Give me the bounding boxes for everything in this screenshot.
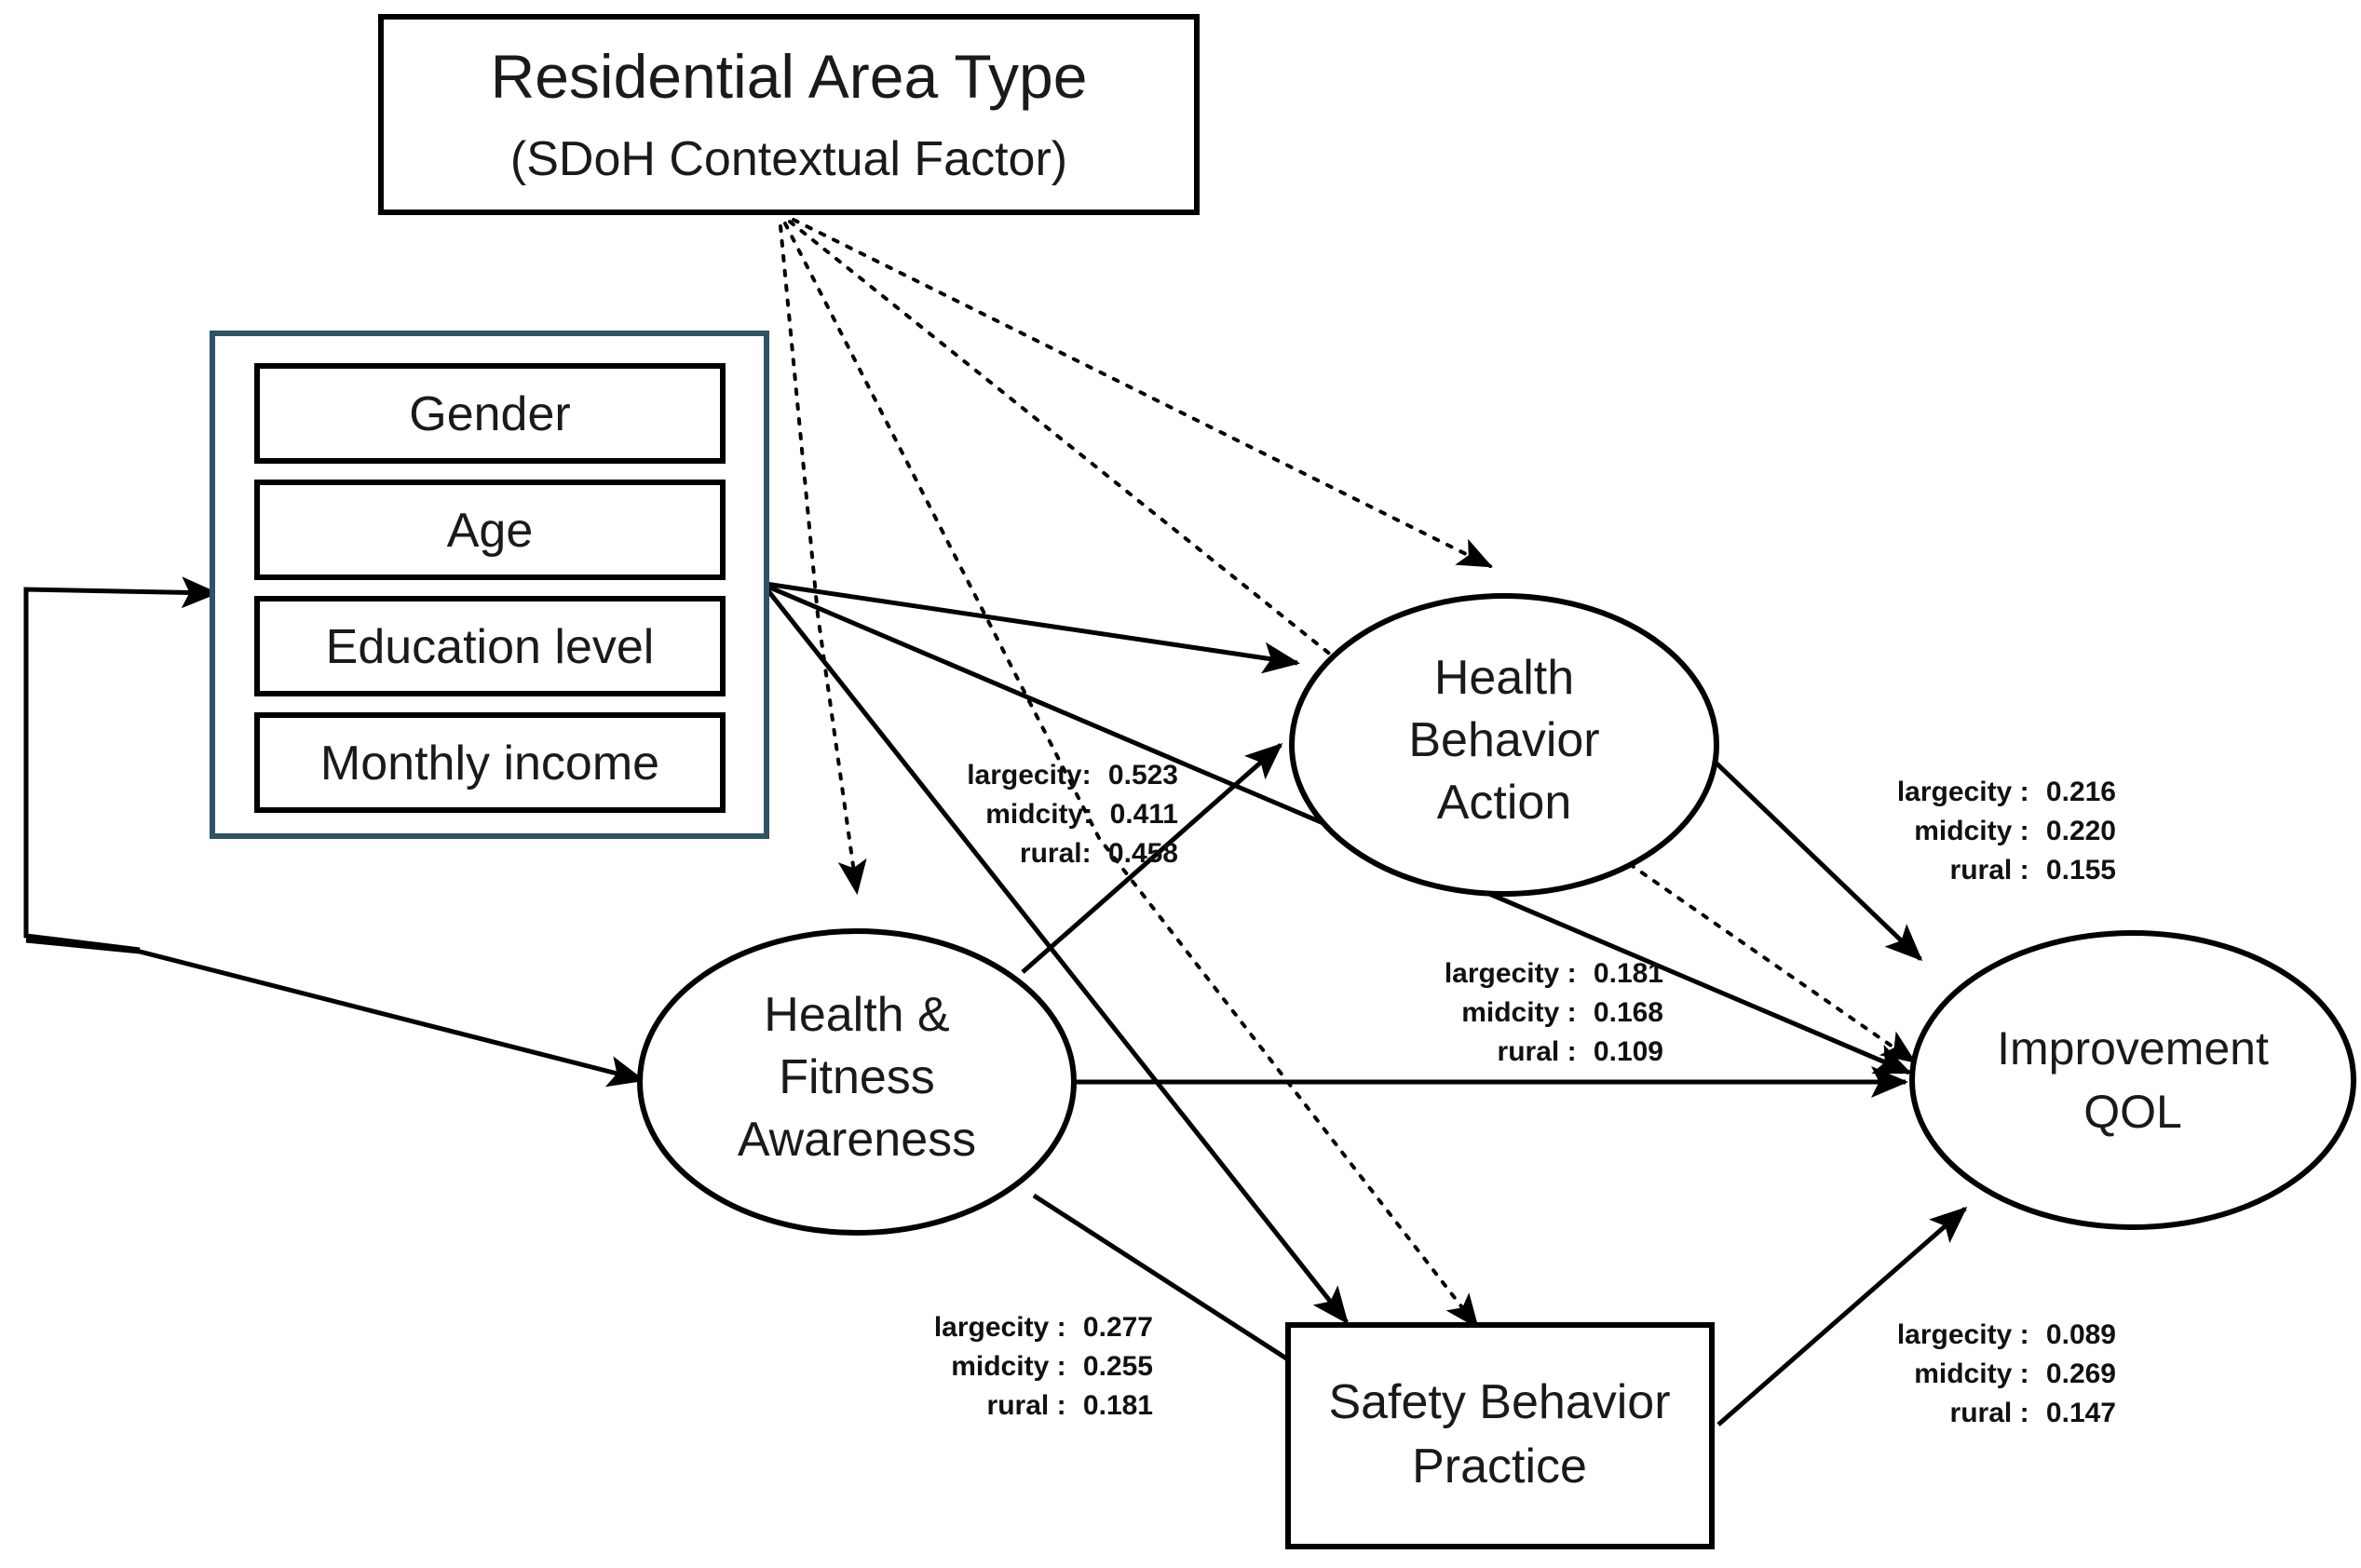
node-health-behavior-action[interactable]: Health Behavior Action [1289, 593, 1719, 897]
svg-text:largecity: 0.523: largecity: 0.523 [967, 760, 1178, 791]
node-ellipse-frame [1909, 930, 2356, 1230]
coef-group: rural : [1950, 1398, 2029, 1428]
coefficient-block-behavior-to-qol: largecity : 0.216 midcity : 0.220 rural … [1897, 777, 2116, 885]
moderation-path-to-awareness [779, 224, 867, 896]
coefficient-block-awareness-to-behavior: largecity: 0.523 midcity: 0.411 rural: 0… [967, 760, 1178, 869]
loop-to-covariates [23, 576, 219, 953]
coef-group: largecity : [1897, 1319, 2029, 1350]
node-label-safety-line2: Practice [1412, 1440, 1587, 1494]
coef-group: midcity : [1461, 997, 1576, 1028]
node-improvement-qol[interactable]: Improvement QOL [1909, 930, 2356, 1230]
coef-value: 0.220 [2046, 816, 2116, 846]
svg-text:midcity: 0.411: midcity: 0.411 [985, 799, 1178, 830]
coefficient-block-awareness-to-safety: largecity : 0.277 midcity : 0.255 rural … [934, 1312, 1153, 1421]
covariates-to-behavior [765, 581, 1300, 674]
moderator-box[interactable]: Residential Area Type (SDoH Contextual F… [378, 14, 1200, 215]
covariate-label-income: Monthly income [320, 737, 659, 791]
covariate-item-age[interactable]: Age [254, 480, 726, 580]
coef-group: rural : [987, 1390, 1066, 1421]
node-health-fitness-awareness[interactable]: Health & Fitness Awareness [637, 928, 1077, 1236]
coef-value: 0.255 [1083, 1351, 1153, 1382]
coef-group: largecity : [1897, 777, 2029, 807]
coef-value: 0.269 [2046, 1358, 2116, 1389]
coef-group: largecity : [1445, 958, 1577, 989]
coef-value: 0.277 [1083, 1312, 1153, 1343]
coef-group: midcity : [1914, 1358, 2029, 1389]
coef-group: rural : [1498, 1036, 1577, 1067]
svg-text:midcity : 0.255: midcity : 0.255 [951, 1351, 1153, 1382]
node-label-awareness-line1: Health & [764, 988, 949, 1042]
coef-group: midcity : [951, 1351, 1065, 1382]
moderator-box-frame [378, 14, 1200, 215]
svg-text:midcity : 0.220: midcity : 0.220 [1914, 816, 2116, 846]
moderation-path-to-behavior [792, 218, 1493, 568]
loop-to-awareness [25, 938, 645, 1088]
covariate-label-education: Education level [326, 620, 655, 674]
coef-group: midcity: [985, 799, 1092, 830]
coef-value: 0.181 [1594, 958, 1663, 989]
covariate-item-frame [254, 363, 726, 464]
svg-text:rural : 0.155: rural : 0.155 [1950, 855, 2116, 885]
svg-text:rural : 0.109: rural : 0.109 [1498, 1036, 1663, 1067]
node-ellipse-frame [1289, 593, 1719, 897]
node-label-awareness-line2: Fitness [779, 1050, 935, 1104]
coef-value: 0.155 [2046, 855, 2116, 885]
node-label-awareness-line3: Awareness [738, 1113, 976, 1167]
svg-text:largecity : 0.089: largecity : 0.089 [1897, 1319, 2116, 1350]
svg-text:rural: 0.458: rural: 0.458 [1020, 838, 1178, 869]
covariate-item-frame [254, 712, 726, 813]
covariate-label-gender: Gender [409, 387, 570, 441]
covariate-loop-paths [23, 576, 645, 1088]
coef-value: 0.168 [1594, 997, 1663, 1028]
covariate-item-gender[interactable]: Gender [254, 363, 726, 464]
coef-value: 0.109 [1594, 1036, 1663, 1067]
covariates-to-safety [764, 586, 1349, 1325]
node-label-qol-line1: Improvement [1997, 1022, 2269, 1075]
moderation-path-to-safety [783, 222, 1479, 1330]
svg-text:midcity : 0.269: midcity : 0.269 [1914, 1358, 2116, 1389]
svg-text:rural : 0.147: rural : 0.147 [1950, 1398, 2116, 1428]
coef-group: midcity : [1914, 816, 2029, 846]
moderator-title: Residential Area Type [491, 42, 1088, 111]
covariate-item-frame [254, 480, 726, 580]
node-label-qol-line2: QOL [2083, 1086, 2182, 1138]
coef-group: largecity : [934, 1312, 1066, 1343]
coef-value: 0.523 [1108, 760, 1178, 791]
covariate-item-monthly-income[interactable]: Monthly income [254, 712, 726, 813]
moderator-subtitle: (SDoH Contextual Factor) [510, 132, 1067, 186]
covariate-item-education-level[interactable]: Education level [254, 596, 726, 696]
svg-text:midcity : 0.168: midcity : 0.168 [1461, 997, 1663, 1028]
coef-group: rural: [1020, 838, 1092, 869]
node-ellipse-frame [637, 928, 1077, 1236]
coef-value: 0.458 [1108, 838, 1178, 869]
path-behavior-to-qol [1710, 757, 1923, 962]
svg-text:largecity : 0.216: largecity : 0.216 [1897, 777, 2116, 807]
coef-value: 0.181 [1083, 1390, 1153, 1421]
node-label-safety-line1: Safety Behavior [1328, 1375, 1670, 1429]
coef-value: 0.147 [2046, 1398, 2116, 1428]
node-label-behavior-line2: Behavior [1408, 713, 1599, 767]
node-safety-behavior-practice[interactable]: Safety Behavior Practice [1285, 1322, 1715, 1549]
coef-group: rural : [1950, 855, 2029, 885]
svg-text:rural : 0.181: rural : 0.181 [987, 1390, 1153, 1421]
path-safety-to-qol [1716, 1207, 1968, 1426]
coefficient-block-awareness-to-qol: largecity : 0.181 midcity : 0.168 rural … [1445, 958, 1663, 1067]
covariate-item-frame [254, 596, 726, 696]
coef-value: 0.411 [1110, 799, 1178, 830]
svg-text:largecity : 0.277: largecity : 0.277 [934, 1312, 1153, 1343]
covariate-label-age: Age [447, 504, 534, 558]
svg-text:largecity : 0.181: largecity : 0.181 [1445, 958, 1663, 989]
covariates-box[interactable]: Gender Age Education level Monthly incom… [210, 331, 769, 839]
coef-value: 0.216 [2046, 777, 2116, 807]
node-label-behavior-line1: Health [1434, 651, 1574, 705]
coefficient-block-safety-to-qol: largecity : 0.089 midcity : 0.269 rural … [1897, 1319, 2116, 1428]
path-awareness-to-behavior [1021, 743, 1283, 974]
coef-group: largecity: [967, 760, 1091, 791]
coef-value: 0.089 [2046, 1319, 2116, 1350]
node-rect-frame [1285, 1322, 1715, 1549]
node-label-behavior-line3: Action [1437, 776, 1572, 830]
